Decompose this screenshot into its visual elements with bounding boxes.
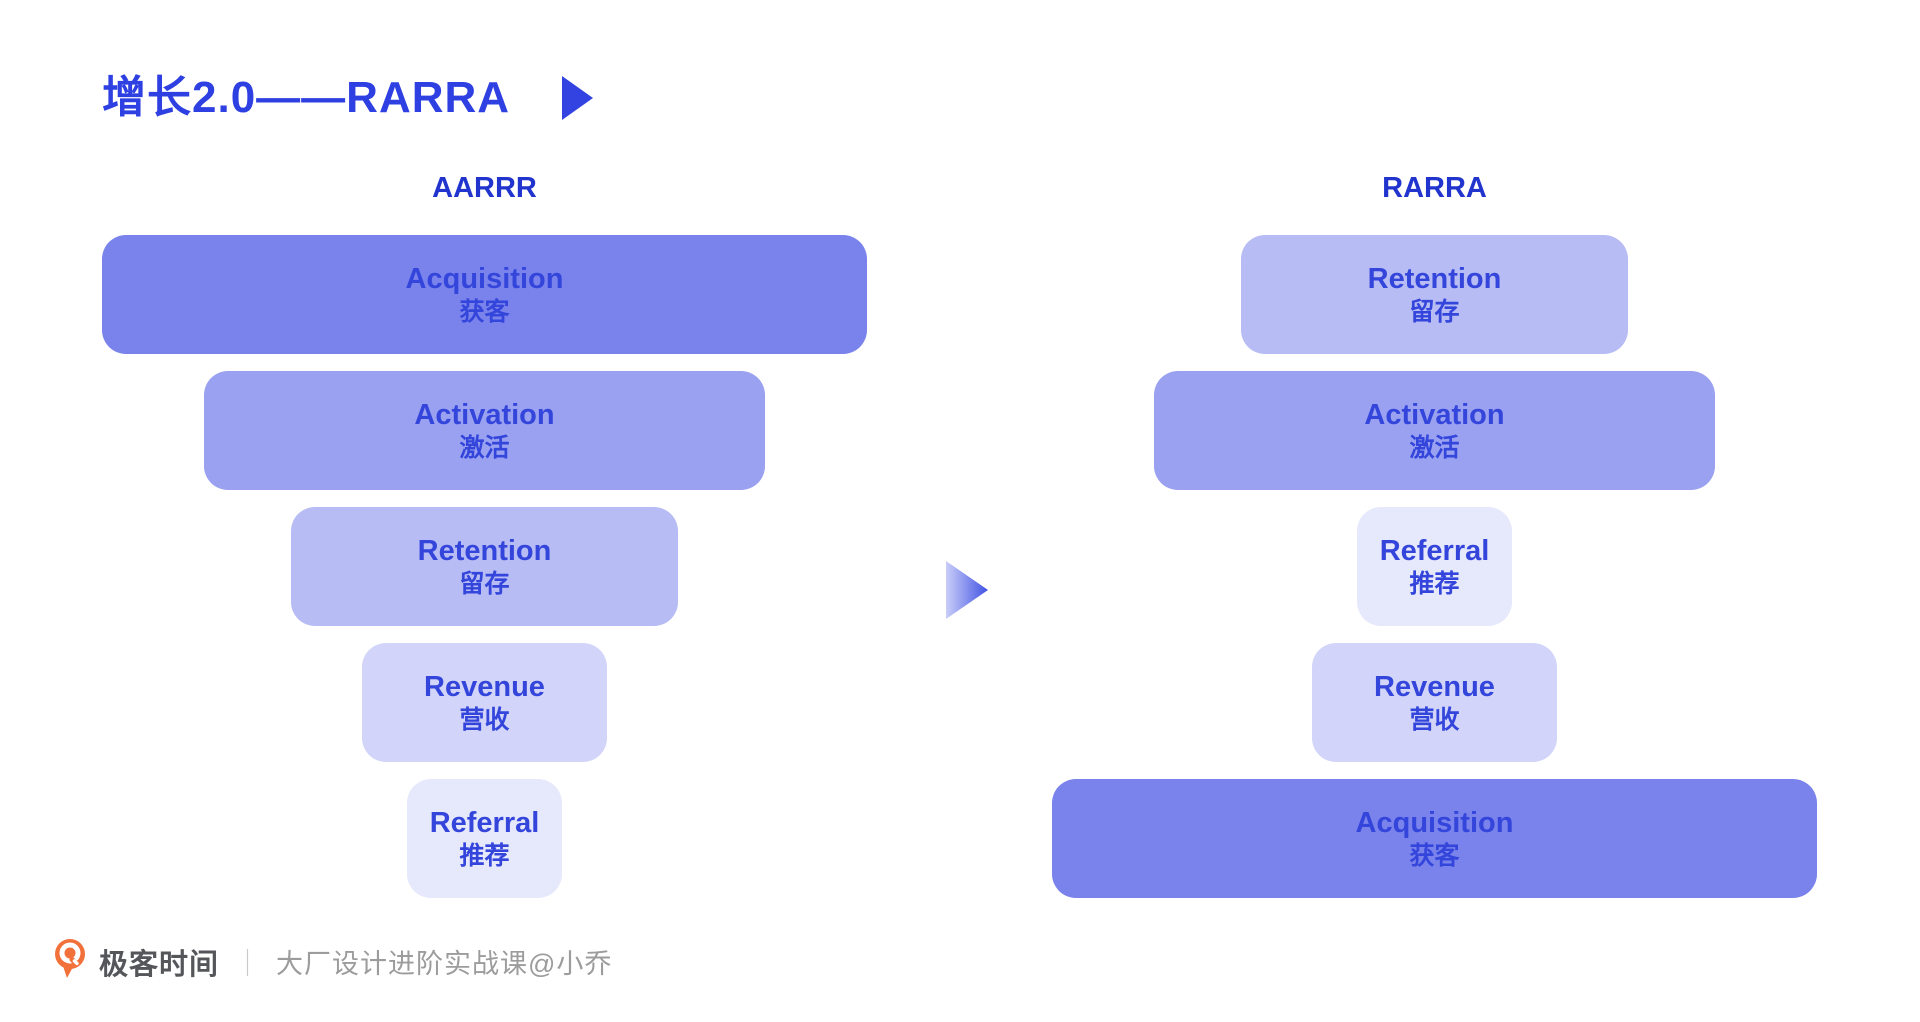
page-title-row: 增长2.0——RARRA (102, 72, 594, 124)
stage-label-zh: 激活 (1409, 434, 1460, 463)
stage-label-zh: 推荐 (459, 842, 510, 871)
stage-label-en: Referral (1379, 534, 1490, 567)
stage-label-en: Acquisition (1355, 806, 1514, 839)
footer-separator: ｜ (234, 949, 262, 979)
stage-label-zh: 营收 (459, 706, 510, 735)
stage-label-en: Referral (429, 806, 540, 839)
footer-brand: 极客时间 (99, 948, 220, 981)
rarra-stage-acquisition: Acquisition 获客 (1052, 779, 1817, 898)
aarrr-stage-referral: Referral 推荐 (407, 779, 562, 898)
footer: 极客时间 ｜ 大厂设计进阶实战课@小乔 (54, 938, 612, 985)
footer-course-name: 大厂设计进阶实战课@小乔 (276, 949, 613, 979)
stage-label-zh: 留存 (1409, 298, 1460, 327)
stage-label-zh: 获客 (1409, 842, 1460, 871)
stage-label-en: Revenue (1374, 670, 1495, 703)
funnel-rarra-label: RARRA (1382, 172, 1487, 204)
stage-label-en: Revenue (424, 670, 545, 703)
aarrr-stage-revenue: Revenue 营收 (362, 643, 607, 762)
funnel-aarrr: AARRR Acquisition 获客 Activation 激活 Reten… (102, 170, 867, 915)
title-play-icon (562, 76, 594, 120)
rarra-stage-retention: Retention 留存 (1241, 235, 1628, 354)
stage-label-zh: 激活 (459, 434, 510, 463)
stage-label-en: Acquisition (405, 262, 564, 295)
rarra-stage-activation: Activation 激活 (1154, 371, 1715, 490)
stage-label-zh: 留存 (459, 570, 510, 599)
aarrr-stage-activation: Activation 激活 (204, 371, 765, 490)
geektime-logo-icon (54, 938, 86, 985)
stage-label-en: Activation (1364, 398, 1505, 431)
aarrr-stage-acquisition: Acquisition 获客 (102, 235, 867, 354)
stage-label-en: Retention (1367, 262, 1502, 295)
stage-label-zh: 获客 (459, 298, 510, 327)
stage-label-en: Activation (414, 398, 555, 431)
stage-label-zh: 推荐 (1409, 570, 1460, 599)
stage-label-zh: 营收 (1409, 706, 1460, 735)
stage-label-en: Retention (417, 534, 552, 567)
funnel-aarrr-label: AARRR (432, 172, 537, 204)
page-title: 增长2.0——RARRA (102, 73, 511, 122)
rarra-stage-referral: Referral 推荐 (1357, 507, 1512, 626)
funnel-rarra: RARRA Retention 留存 Activation 激活 Referra… (1052, 170, 1817, 915)
rarra-stage-revenue: Revenue 营收 (1312, 643, 1557, 762)
aarrr-stage-retention: Retention 留存 (291, 507, 678, 626)
transform-arrow-icon (946, 561, 988, 624)
